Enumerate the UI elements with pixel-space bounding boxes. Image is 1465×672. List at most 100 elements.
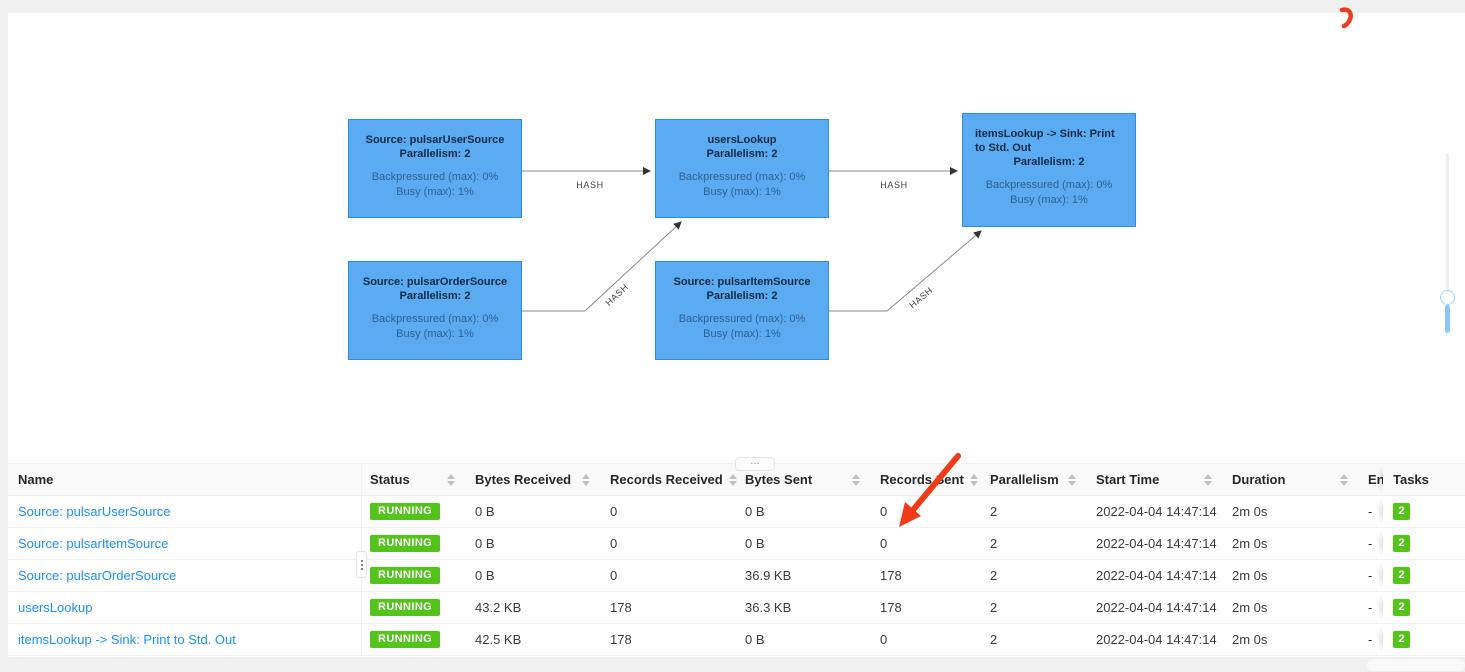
node-parallelism: Parallelism: 2 <box>706 290 778 302</box>
edge-label: HASH <box>907 285 934 310</box>
tasks-cell: 2 <box>1383 592 1465 623</box>
column-label: Bytes Received <box>475 472 572 487</box>
tasks-cell: 2 <box>1383 528 1465 559</box>
vertex-name-cell: itemsLookup -> Sink: Print to Std. Out <box>8 624 362 655</box>
tasks-count-badge[interactable]: 2 <box>1393 599 1410 616</box>
name-column-resize-handle[interactable] <box>356 551 367 578</box>
column-header-records-sent[interactable]: Records Sent <box>872 464 982 495</box>
tasks-count-badge[interactable]: 2 <box>1393 631 1410 648</box>
records-sent-cell: 0 <box>880 536 888 551</box>
drag-dots-icon <box>360 563 363 566</box>
job-node-pulsar-item-source[interactable]: Source: pulsarItemSource Parallelism: 2 … <box>655 261 829 360</box>
vertex-name-cell: Source: pulsarOrderSource <box>8 560 362 591</box>
bytes-sent-cell: 0 B <box>745 536 765 551</box>
end-time-cell: - <box>1368 504 1373 519</box>
node-title: usersLookup <box>707 134 777 146</box>
records-received-cell: 178 <box>610 600 632 615</box>
job-node-pulsar-user-source[interactable]: Source: pulsarUserSource Parallelism: 2 … <box>348 119 522 218</box>
table-row: Source: pulsarOrderSource RUNNING 0 B 0 … <box>8 560 1465 592</box>
column-header-duration[interactable]: Duration <box>1224 464 1360 495</box>
bytes-sent-cell: 36.3 KB <box>745 600 792 615</box>
horizontal-scrollbar-thumb[interactable] <box>1367 659 1465 671</box>
status-cell: RUNNING <box>362 592 467 623</box>
status-cell: RUNNING <box>362 528 467 559</box>
end-time-cell: - <box>1368 632 1373 647</box>
sort-icon[interactable] <box>1068 473 1076 486</box>
status-badge: RUNNING <box>370 535 441 552</box>
tasks-cell: 2 <box>1383 624 1465 655</box>
tasks-count-badge[interactable]: 2 <box>1393 567 1410 584</box>
node-title: Source: pulsarItemSource <box>673 276 811 288</box>
bytes-sent-cell: 36.9 KB <box>745 568 792 583</box>
edge-label: HASH <box>880 180 907 190</box>
node-parallelism: Parallelism: 2 <box>399 290 471 302</box>
column-label: Parallelism <box>990 472 1059 487</box>
job-overview-panel: HASH HASH HASH HASH Source: pulsarUserSo… <box>8 13 1465 657</box>
vertex-name-link[interactable]: usersLookup <box>18 600 93 615</box>
end-time-cell: - <box>1368 600 1373 615</box>
edge-label: HASH <box>576 180 603 190</box>
job-node-itemslookup-sink[interactable]: itemsLookup -> Sink: Print to Std. Out P… <box>962 113 1136 227</box>
column-header-bytes-received[interactable]: Bytes Received <box>467 464 602 495</box>
status-badge: RUNNING <box>370 503 441 520</box>
column-header-records-received[interactable]: Records Received <box>602 464 737 495</box>
vertex-table: Name Status Bytes Received Records Recei… <box>8 463 1465 656</box>
column-label: Start Time <box>1096 472 1160 487</box>
panel-resize-handle[interactable]: ... <box>735 456 775 471</box>
sort-icon[interactable] <box>728 473 737 486</box>
vertex-name-cell: Source: pulsarItemSource <box>8 528 362 559</box>
drag-dots-icon <box>360 559 363 562</box>
job-graph-canvas[interactable]: HASH HASH HASH HASH Source: pulsarUserSo… <box>8 13 1465 463</box>
duration-cell: 2m 0s <box>1232 632 1268 647</box>
bytes-received-cell: 0 B <box>475 504 495 519</box>
bytes-sent-cell: 0 B <box>745 504 765 519</box>
tasks-count-badge[interactable]: 2 <box>1393 503 1410 520</box>
vertex-name-link[interactable]: Source: pulsarOrderSource <box>18 568 177 583</box>
column-header-status[interactable]: Status <box>362 464 467 495</box>
job-node-pulsar-order-source[interactable]: Source: pulsarOrderSource Parallelism: 2… <box>348 261 522 360</box>
node-backpressured: Backpressured (max): 0% <box>985 179 1113 191</box>
start-time-cell: 2022-04-04 14:47:14 <box>1096 568 1217 583</box>
vertex-name-link[interactable]: Source: pulsarUserSource <box>18 504 171 519</box>
start-time-cell: 2022-04-04 14:47:14 <box>1096 504 1217 519</box>
status-cell: RUNNING <box>362 496 467 527</box>
job-node-userslookup[interactable]: usersLookup Parallelism: 2 Backpressured… <box>655 119 829 218</box>
node-backpressured: Backpressured (max): 0% <box>678 171 806 183</box>
sort-icon[interactable] <box>969 473 978 486</box>
node-title: itemsLookup -> Sink: Print to Std. Out <box>975 128 1115 154</box>
graph-zoom-slider-track[interactable] <box>1446 153 1449 333</box>
end-time-cell: - <box>1368 536 1373 551</box>
vertex-name-link[interactable]: Source: pulsarItemSource <box>18 536 169 551</box>
start-time-cell: 2022-04-04 14:47:14 <box>1096 632 1217 647</box>
vertex-name-cell: Source: pulsarUserSource <box>8 496 362 527</box>
node-busy: Busy (max): 1% <box>703 186 781 198</box>
graph-zoom-slider-handle[interactable] <box>1440 290 1455 305</box>
job-graph-edges: HASH HASH HASH HASH <box>522 167 982 312</box>
sort-icon[interactable] <box>582 473 590 486</box>
sort-icon[interactable] <box>1204 473 1212 486</box>
node-busy: Busy (max): 1% <box>396 186 474 198</box>
vertex-name-cell: usersLookup <box>8 592 362 623</box>
vertex-name-link[interactable]: itemsLookup -> Sink: Print to Std. Out <box>18 632 236 647</box>
column-label: Tasks <box>1393 472 1429 487</box>
node-title: Source: pulsarOrderSource <box>362 276 508 288</box>
duration-cell: 2m 0s <box>1232 504 1268 519</box>
sort-icon[interactable] <box>1340 473 1348 486</box>
node-backpressured: Backpressured (max): 0% <box>678 313 806 325</box>
column-header-bytes-sent[interactable]: Bytes Sent <box>737 464 872 495</box>
edge-item-to-itemslookup <box>829 230 982 312</box>
table-row: Source: pulsarItemSource RUNNING 0 B 0 0… <box>8 528 1465 560</box>
tasks-count-badge[interactable]: 2 <box>1393 535 1410 552</box>
node-parallelism: Parallelism: 2 <box>706 148 778 160</box>
column-header-start-time[interactable]: Start Time <box>1088 464 1224 495</box>
parallelism-cell: 2 <box>990 600 998 615</box>
column-label: Name <box>18 472 54 487</box>
sort-icon[interactable] <box>447 473 455 486</box>
sort-icon[interactable] <box>852 473 860 486</box>
records-sent-cell: 178 <box>880 600 902 615</box>
duration-cell: 2m 0s <box>1232 568 1268 583</box>
start-time-cell: 2022-04-04 14:47:14 <box>1096 536 1217 551</box>
node-parallelism: Parallelism: 2 <box>399 148 471 160</box>
records-received-cell: 0 <box>610 504 618 519</box>
column-header-parallelism[interactable]: Parallelism <box>982 464 1088 495</box>
